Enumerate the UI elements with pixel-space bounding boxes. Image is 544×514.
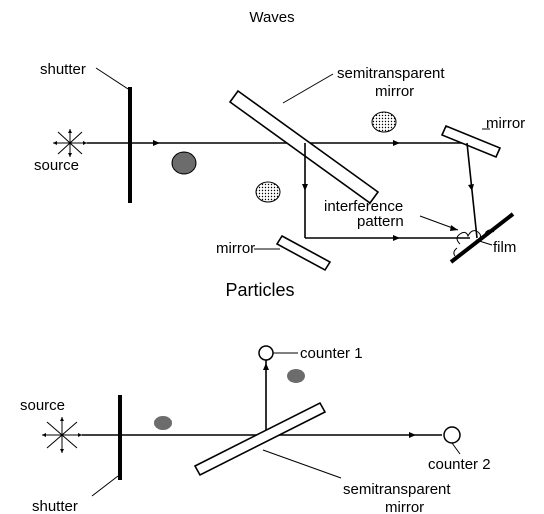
waves-semitransparent-label-2: mirror — [375, 83, 414, 100]
waves-mirror-bottom — [275, 234, 332, 272]
waves-semitransparent-label-1: semitransparent — [337, 65, 445, 82]
counter2-leader — [451, 442, 461, 455]
waves-title: Waves — [249, 9, 294, 26]
waves-semitransparent-leader — [282, 73, 334, 104]
particles-panel: Particles source shutter — [20, 280, 491, 514]
waves-shutter-leader — [95, 67, 129, 90]
waves-mirror-right — [440, 124, 502, 159]
ray-arrow — [302, 184, 308, 191]
waves-interference-label-1: interference — [324, 198, 403, 215]
particles-shutter-leader — [91, 475, 119, 497]
waves-film-label: film — [493, 239, 516, 256]
waves-mirror-bottom-label: mirror — [216, 240, 255, 257]
ray-arrow — [263, 363, 269, 370]
wave-packet-icon — [171, 151, 197, 175]
waves-semitransparent-mirror — [228, 89, 380, 205]
particles-semitransparent-leader — [262, 449, 342, 479]
waves-panel: Waves source shutter semitransparen — [34, 9, 525, 272]
ray-arrow — [393, 235, 400, 241]
ray-arrow — [393, 140, 400, 146]
ray-arrow — [409, 432, 416, 438]
wave-packet-icon — [255, 181, 281, 203]
waves-shutter-label: shutter — [40, 61, 86, 78]
particles-counter2-label: counter 2 — [428, 456, 491, 473]
counter-icon — [258, 345, 274, 361]
particles-source-label: source — [20, 397, 65, 414]
particles-semitransparent-label-1: semitransparent — [343, 481, 451, 498]
waves-mirror-right-label: mirror — [486, 115, 525, 132]
particles-shutter-label: shutter — [32, 498, 78, 514]
interference-leader-arrow — [450, 225, 458, 231]
ray-arrow — [468, 184, 474, 191]
ray-arrow — [153, 140, 160, 146]
particles-semitransparent-label-2: mirror — [385, 499, 424, 514]
wave-packet-icon — [371, 111, 397, 133]
interference-pattern-icon — [453, 247, 458, 257]
source-burst-icon — [53, 129, 87, 157]
particle-dot-icon — [287, 369, 305, 383]
source-burst-icon — [42, 417, 82, 453]
particles-counter1-label: counter 1 — [300, 345, 363, 362]
particles-title: Particles — [225, 280, 294, 300]
particles-semitransparent-mirror — [193, 401, 327, 477]
waves-interference-label-2: pattern — [357, 213, 404, 230]
particle-dot-icon — [154, 416, 172, 430]
waves-source-label: source — [34, 157, 79, 174]
waves-film-leader — [475, 239, 493, 246]
interference-pattern-icon — [456, 229, 495, 245]
counter-icon — [443, 426, 461, 444]
